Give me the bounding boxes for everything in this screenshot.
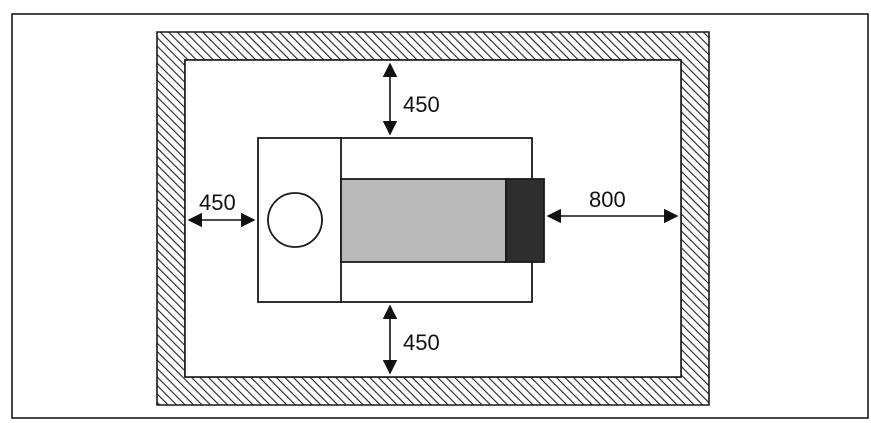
dim-left-label: 450	[199, 190, 236, 215]
machine-end-block	[505, 178, 545, 263]
machine-circle	[267, 192, 323, 248]
machine-unit-grey	[340, 178, 507, 263]
dim-right-label: 800	[589, 187, 626, 212]
dim-top-label: 450	[403, 92, 440, 117]
dim-bottom-label: 450	[403, 330, 440, 355]
